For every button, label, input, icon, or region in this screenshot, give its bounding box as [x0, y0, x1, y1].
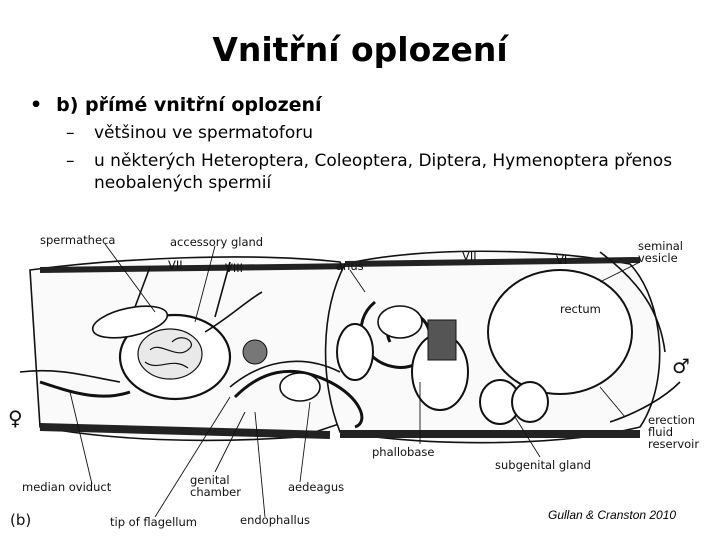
label-rectum: rectum: [560, 302, 601, 316]
male-symbol: ♂: [672, 354, 690, 378]
label-tip-of-flagellum: tip of flagellum: [110, 515, 197, 529]
diagram-drawing: [19, 243, 681, 518]
panel-label: (b): [10, 511, 32, 529]
label-erection-fluid-reservoir: erection fluid reservoir: [648, 413, 700, 451]
insect-genitalia-diagram: spermatheca accessory gland VII VIII anu…: [0, 222, 720, 540]
label-aedeagus: aedeagus: [288, 480, 345, 494]
label-anus: anus: [336, 259, 364, 273]
label-segment-vi: VI: [556, 253, 568, 267]
bullet-text: b) přímé vnitřní oplození: [56, 94, 322, 116]
bullet-marker: •: [30, 94, 43, 116]
label-segment-viii: VIII: [225, 261, 244, 275]
label-phallobase: phallobase: [372, 445, 435, 459]
subbullet-text: u některých Heteroptera, Coleoptera, Dip…: [94, 151, 673, 193]
label-genital-chamber: genital chamber: [190, 473, 241, 499]
subbullet-marker: –: [66, 151, 75, 171]
label-subgenital-gland: subgenital gland: [495, 458, 591, 472]
subbullet-marker: –: [66, 123, 75, 143]
subbullet-item: – u některých Heteroptera, Coleoptera, D…: [66, 150, 700, 194]
label-spermatheca: spermatheca: [40, 233, 116, 247]
subbullet-item: – většinou ve spermatoforu: [66, 122, 700, 144]
label-segment-vii-right: VII: [462, 249, 477, 263]
label-endophallus: endophallus: [240, 513, 311, 527]
label-seminal-vesicle: seminal vesicle: [638, 239, 683, 265]
label-segment-vii-left: VII: [168, 258, 183, 272]
bullet-item: • b) přímé vnitřní oplození: [30, 94, 700, 116]
subbullet-text: většinou ve spermatoforu: [94, 123, 314, 143]
bullet-list: • b) přímé vnitřní oplození – většinou v…: [30, 94, 700, 194]
label-accessory-gland: accessory gland: [170, 235, 264, 249]
slide-title: Vnitřní oplození: [212, 30, 508, 69]
label-median-oviduct: median oviduct: [22, 480, 112, 494]
female-symbol: ♀: [8, 406, 23, 430]
figure-credit: Gullan & Cranston 2010: [548, 508, 677, 522]
